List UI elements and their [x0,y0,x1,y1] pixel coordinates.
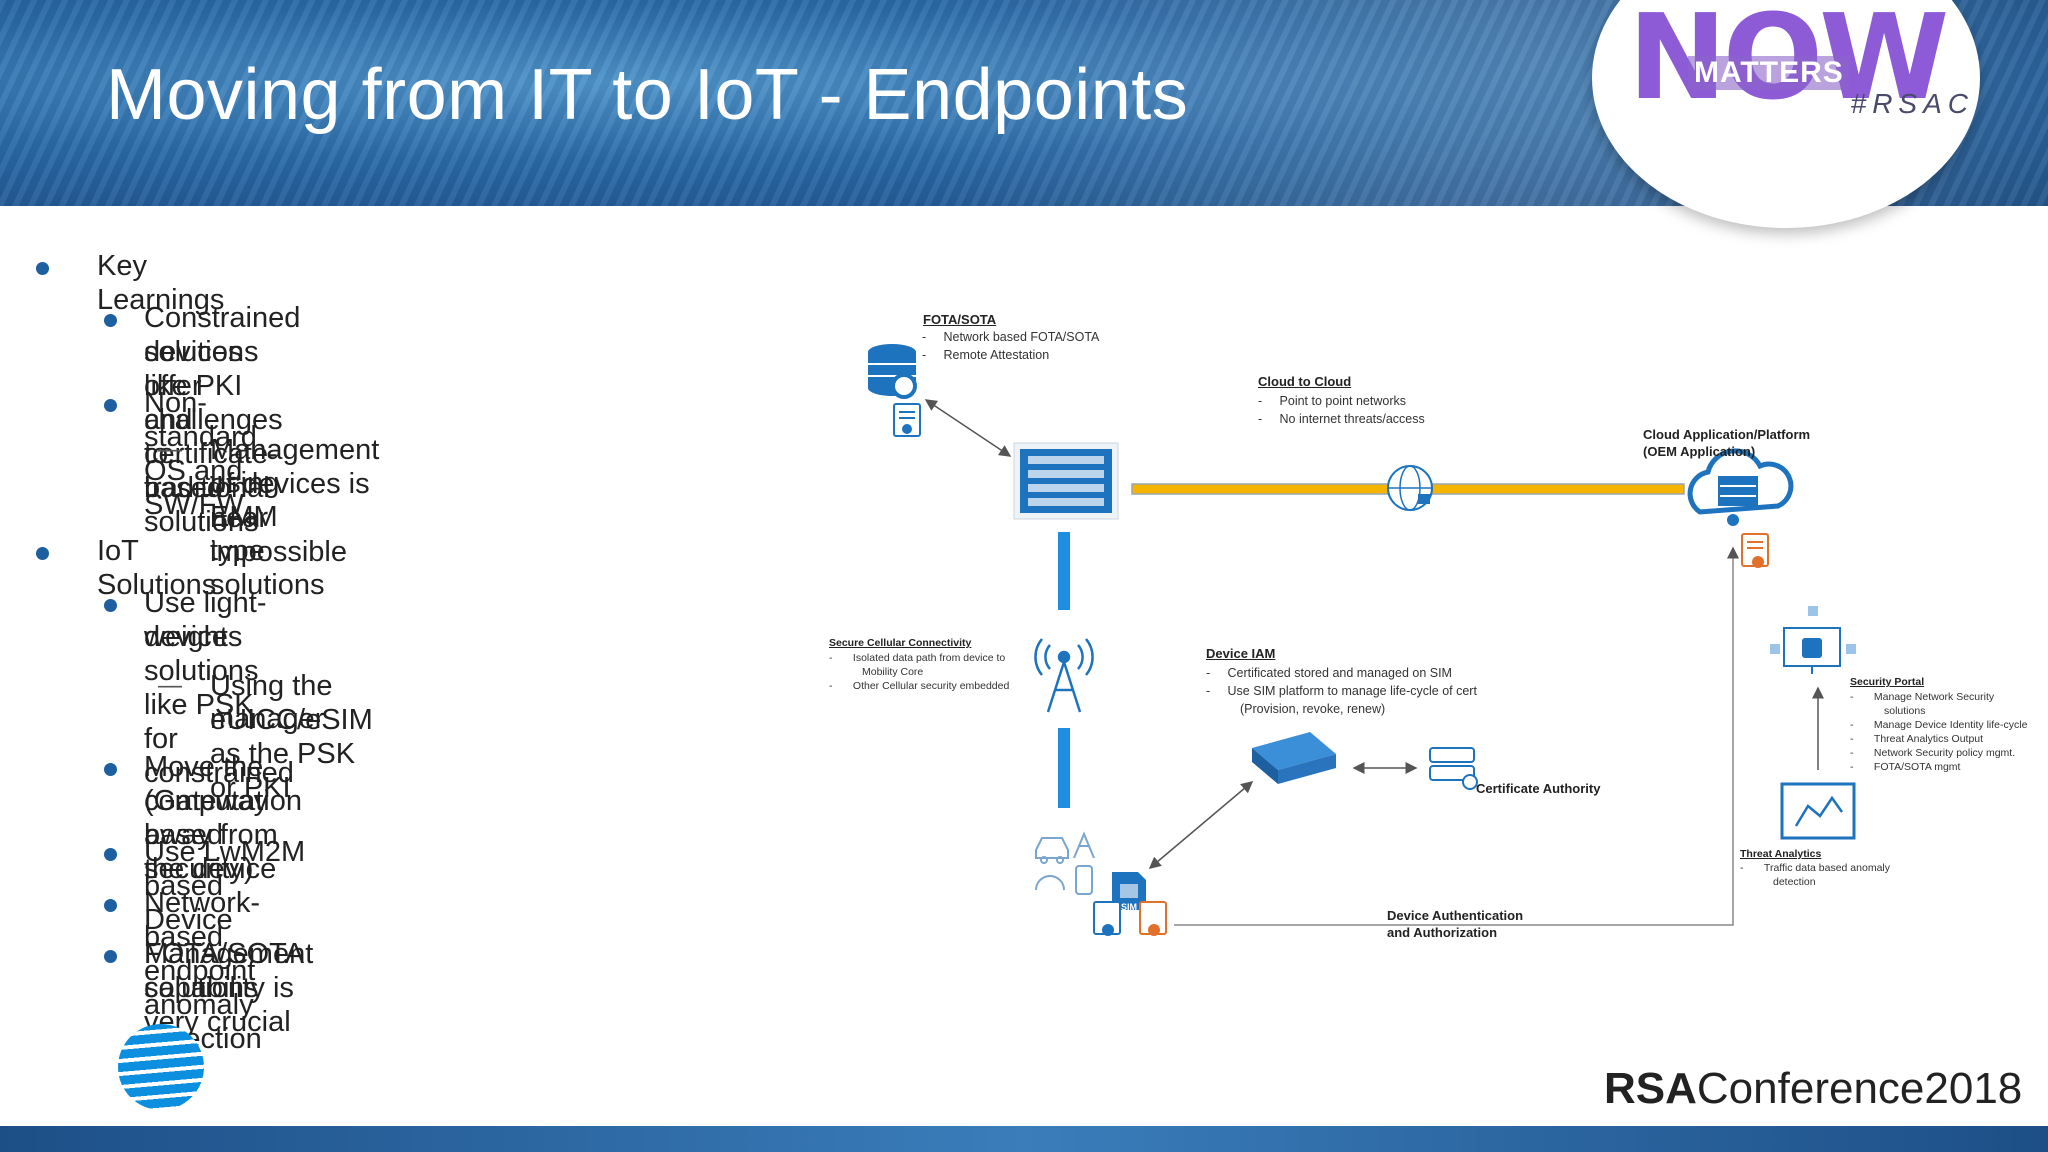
secure-cellular-item: - Isolated data path from device to [829,652,1006,664]
fota-item: - Network based FOTA/SOTA [922,330,1100,344]
certificate-authority-label: Certificate Authority [1476,781,1601,796]
security-portal-item: - Network Security policy mgmt. [1850,747,2016,759]
iot-devices-icon [1035,831,1095,895]
device-iam-title: Device IAM [1206,646,1276,661]
bullet-dot [36,262,49,275]
fota-item-text: Remote Attestation [943,348,1050,362]
certificate-icon [893,403,921,437]
bullet-dot [104,899,117,912]
secure-cellular-item-cont: Mobility Core [862,666,924,678]
iam-device-arrow [1148,781,1254,869]
secure-cellular-item-text: Isolated data path from device to [852,652,1006,664]
security-portal-item: - FOTA/SOTA mgmt [1850,761,1961,773]
fota-title: FOTA/SOTA [923,312,997,327]
fota-item-text: Network based FOTA/SOTA [943,330,1100,344]
security-portal-item-text: Manage Device Identity life-cycle [1873,719,2028,731]
bullet-text: Using the eUICC/eSIM as the PSK or PKI [210,670,373,804]
bullet-text: IoT Solutions [97,535,217,601]
bullet-text: Move the computation away from the devic… [144,751,302,885]
security-portal-item-text: Network Security policy mgmt. [1873,747,2016,759]
secure-cellular-item: - Other Cellular security embedded [829,680,1010,692]
bullet-text: Key Learnings [97,250,225,316]
cloud-to-cloud-item: - No internet threats/access [1258,412,1425,426]
bullet-text: (Gateway based security) [144,785,269,885]
cloud-application-icon [1687,448,1794,526]
bullet-text: Use LwM2M based Device Management soluti… [144,836,314,1004]
device-auth-label: Device Authentication [1387,908,1524,923]
cloud-to-cloud-item: - Point to point networks [1258,394,1406,408]
matters-wordmark: MATTERS [1688,56,1850,90]
security-portal-item-text: Manage Network Security [1873,691,1995,703]
slide-title: Moving from IT to IoT - Endpoints [106,55,1189,135]
cell-tower-icon [1034,638,1094,713]
bullet-text: Use light-weight solutions like PSK for … [144,587,294,789]
cloud-app-sublabel: (OEM Application) [1643,444,1756,459]
rsa-conference-logo: RSAConference2018 [1604,1064,2022,1114]
device-auth-line [1174,546,1739,926]
cellular-link-top [1058,532,1070,610]
sim-platform-icon [1252,732,1336,784]
device-iam-item: - Certificated stored and managed on SIM [1206,666,1452,680]
security-portal-title: Security Portal [1850,676,1925,688]
bullet-text: Constrained devices offer challenges to … [144,302,301,504]
database-gear-icon [868,344,917,399]
device-iam-item: - Use SIM platform to manage life-cycle … [1206,684,1477,698]
cloud-app-label: Cloud Application/Platform [1643,427,1811,442]
orange-certificate-icon [1741,533,1769,568]
bullet-dot [104,848,117,861]
cellular-link-bottom [1058,728,1070,808]
security-portal-item-text: Threat Analytics Output [1873,733,1984,745]
bullet-text: FOTA/SOTA capability is very crucial [144,938,303,1038]
security-portal-icon [1770,606,1856,674]
threat-analytics-item-cont: detection [1773,876,1816,888]
threat-analytics-item-text: Traffic data based anomaly [1763,862,1890,874]
sim-chip-label: SIM [1121,902,1138,912]
gateway-server-icon [1013,442,1119,520]
bullet-dot [104,763,117,776]
threat-analytics-icon [1780,782,1856,840]
device-iam-item-cont: (Provision, revoke, renew) [1240,702,1386,716]
sub-bullet-dash: — [158,436,182,463]
bullet-text: solutions like PKI and certificate-based… [144,336,278,538]
security-portal-item-text: FOTA/SOTA mgmt [1873,761,1961,773]
cloud-to-cloud-item-text: No internet threats/access [1279,412,1425,426]
device-iam-item-text: Use SIM platform to manage life-cycle of… [1227,684,1477,698]
bullet-text: Management of devices is near impossible [210,434,380,568]
bullet-dot [104,950,117,963]
bullet-text: Non-standard OS and SW/FW [144,387,257,521]
sim-card-icon [1112,872,1146,910]
bullet-text: manager [210,703,325,735]
bullet-dot [36,547,49,560]
device-auth-sublabel: and Authorization [1387,925,1498,940]
hashtag: #RSAC [1850,88,1974,119]
security-portal-item: - Threat Analytics Output [1850,733,1984,745]
fota-arrow [924,399,1012,457]
security-portal-item: - Manage Network Security [1850,691,1995,703]
cloud-to-cloud-title: Cloud to Cloud [1258,374,1352,389]
footer-strip [0,1126,2048,1152]
bullet-dot [104,314,117,327]
secure-cellular-item-text: Other Cellular security embedded [852,680,1010,692]
bullet-text: devices [144,621,243,653]
cloud-to-cloud-item-text: Point to point networks [1279,394,1406,408]
rsa-wordmark: RSA [1604,1064,1697,1113]
security-portal-item-cont: solutions [1884,705,1926,717]
fota-item: - Remote Attestation [922,348,1050,362]
device-iam-item-text: Certificated stored and managed on SIM [1227,666,1452,680]
globe-lock-icon [1387,465,1433,511]
security-portal-item: - Manage Device Identity life-cycle [1850,719,2028,731]
threat-analytics-item: - Traffic data based anomaly [1740,862,1890,874]
bullet-dot [104,599,117,612]
conference-wordmark: Conference2018 [1696,1064,2023,1113]
threat-analytics-title: Threat Analytics [1740,848,1822,860]
bullet-dot [104,399,117,412]
certificate-authority-icon [1429,747,1478,790]
device-certificates-icon [1093,901,1167,936]
bullet-text: Network-based endpoint anomaly detection [144,887,262,1055]
secure-cellular-title: Secure Cellular Connectivity [829,637,972,649]
sub-bullet-dash: — [158,672,182,699]
bullet-text: using EMM type solutions [210,467,325,601]
att-logo [118,1024,204,1110]
